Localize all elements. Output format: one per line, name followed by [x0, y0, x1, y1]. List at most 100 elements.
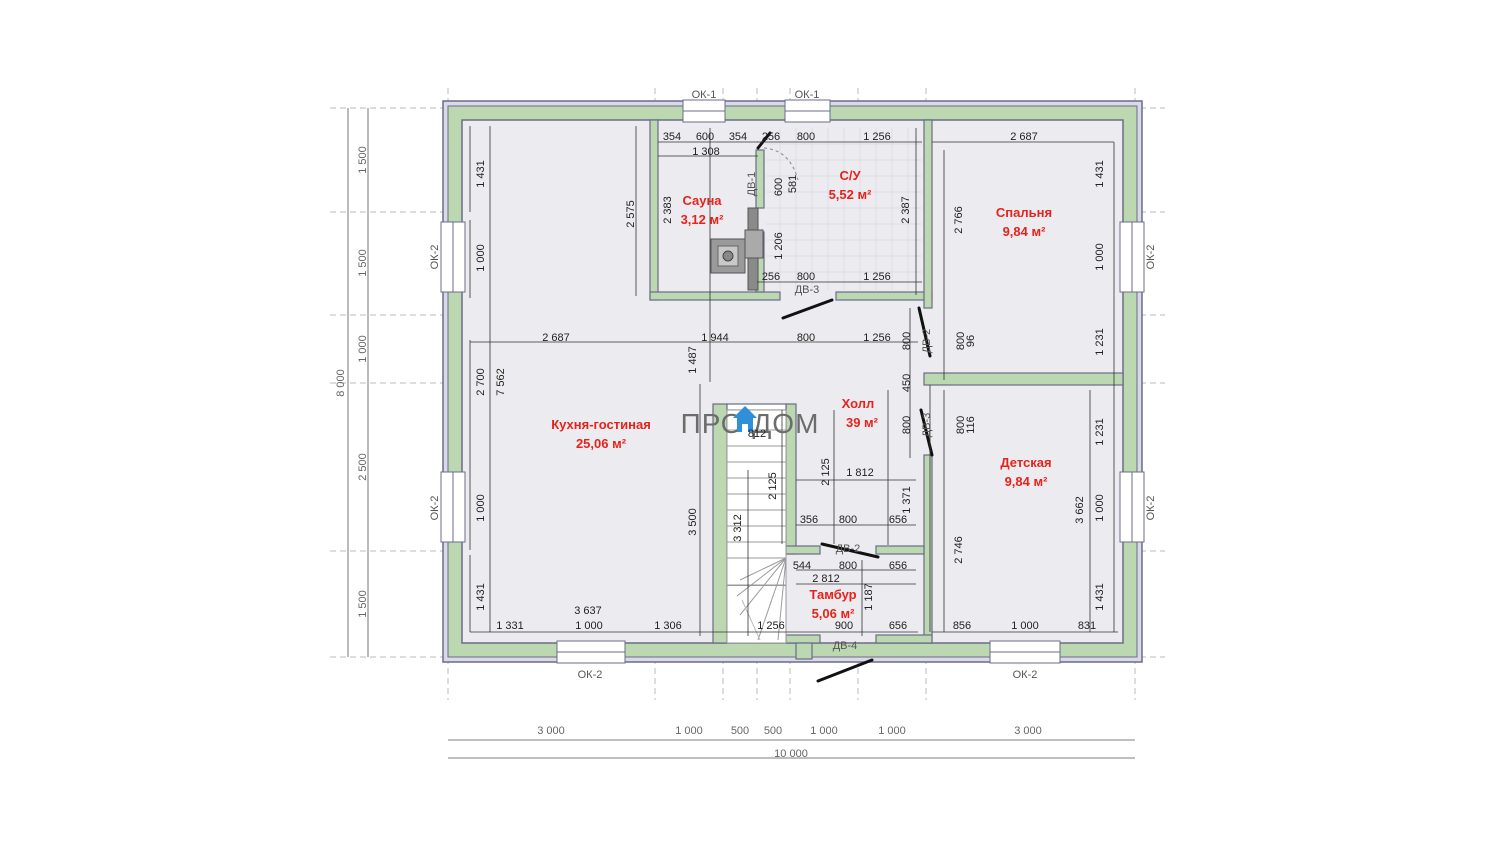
window-label-ok2-right-bottom: ОК-2 — [1145, 496, 1157, 521]
room-kitchen-name: Кухня-гостиная — [551, 417, 651, 432]
dim-812: 812 — [748, 428, 766, 440]
dim-1187: 1 187 — [863, 583, 875, 611]
window-label-ok2-left-bottom: ОК-2 — [429, 496, 441, 521]
dim-1206: 1 206 — [773, 232, 785, 260]
window-label-ok1-left: ОК-1 — [692, 89, 717, 101]
dim-3500: 3 500 — [687, 508, 699, 536]
axis-bottom-4: 1 000 — [810, 725, 838, 737]
room-kitchen-area: 25,06 м² — [576, 436, 627, 451]
axis-dimension-texts: 3 000 1 000 500 500 1 000 1 000 3 000 10… — [335, 146, 1042, 760]
dim-2383: 2 383 — [662, 196, 674, 224]
dim-1812: 1 812 — [846, 467, 874, 479]
room-vestibule-name: Тамбур — [809, 587, 856, 602]
room-hall-area: 39 м² — [846, 415, 879, 430]
axis-left-total: 8 000 — [335, 369, 347, 397]
dim-1000-c: 1 000 — [475, 244, 487, 272]
door-label-dv2-bed: ДВ-2 — [921, 329, 933, 354]
dim-1000-e: 1 000 — [1094, 243, 1106, 271]
room-bedroom-area: 9,84 м² — [1003, 224, 1047, 239]
interior-walls — [649, 119, 1124, 660]
dim-2687-a: 2 687 — [1010, 131, 1038, 143]
dim-900: 900 — [835, 620, 853, 632]
door-leaf-dv2-bed — [917, 306, 932, 358]
dimension-texts: 354 600 354 256 800 1 256 1 308 2 687 25… — [475, 131, 1106, 632]
dim-1431-d: 1 431 — [1094, 583, 1106, 611]
dim-800-c: 800 — [797, 332, 815, 344]
dim-1431-c: 1 431 — [1094, 160, 1106, 188]
dim-856: 856 — [953, 620, 971, 632]
dim-450: 450 — [901, 374, 913, 392]
dim-544: 544 — [793, 560, 811, 572]
dim-2766: 2 766 — [953, 206, 965, 234]
dim-1487: 1 487 — [687, 346, 699, 374]
dim-2700: 2 700 — [475, 368, 487, 396]
dimension-lines — [469, 126, 1118, 636]
room-hall-name: Холл — [842, 396, 875, 411]
dim-1231-b: 1 231 — [1094, 418, 1106, 446]
dim-581: 581 — [787, 175, 799, 193]
window-labels: ОК-1 ОК-1 ОК-2 ОК-2 ОК-2 ОК-2 ОК-2 ОК-2 — [429, 89, 1157, 681]
dim-1000-f: 1 000 — [1094, 494, 1106, 522]
dim-116: 116 — [965, 416, 977, 434]
dim-2125-a: 2 125 — [767, 472, 779, 500]
dim-1431-b: 1 431 — [475, 583, 487, 611]
sauna-stove — [710, 207, 764, 291]
watermark: ПРО ДОМ — [681, 406, 818, 439]
window-label-ok2-bottom-left: ОК-2 — [578, 669, 603, 681]
staircase — [726, 409, 787, 644]
dim-1371: 1 371 — [901, 486, 913, 514]
dim-1256-d: 1 256 — [757, 620, 785, 632]
room-sauna-name: Сауна — [682, 193, 722, 208]
door-label-dv4: ДВ-4 — [833, 640, 858, 652]
outer-dimension-lines — [347, 108, 1135, 759]
room-vestibule-area: 5,06 м² — [812, 606, 856, 621]
dim-2746: 2 746 — [953, 536, 965, 564]
dim-800-i: 800 — [955, 416, 967, 434]
dim-800-d: 800 — [839, 514, 857, 526]
dim-1231-a: 1 231 — [1094, 328, 1106, 356]
dim-1308: 1 308 — [692, 146, 720, 158]
axis-bottom-3: 500 — [764, 725, 782, 737]
axis-left-0: 1 500 — [357, 146, 369, 174]
dim-1000-d: 1 000 — [475, 494, 487, 522]
dim-256-b: 256 — [762, 271, 780, 283]
door-leaf-dv1 — [756, 131, 772, 150]
dim-600-a: 600 — [696, 131, 714, 143]
dim-3637: 3 637 — [574, 605, 602, 617]
room-sauna-area: 3,12 м² — [681, 212, 725, 227]
window-label-ok1-right: ОК-1 — [795, 89, 820, 101]
dim-1431-a: 1 431 — [475, 160, 487, 188]
dim-1256-c: 1 256 — [863, 332, 891, 344]
windows — [440, 99, 1145, 664]
dim-256-a: 256 — [762, 131, 780, 143]
window-label-ok2-right-top: ОК-2 — [1145, 245, 1157, 270]
dim-1000-a: 1 000 — [575, 620, 603, 632]
dim-656-b: 656 — [889, 560, 907, 572]
dim-1256-b: 1 256 — [863, 271, 891, 283]
dim-800-b: 800 — [797, 271, 815, 283]
dim-1331: 1 331 — [496, 620, 524, 632]
axis-left-2: 1 000 — [357, 335, 369, 363]
dim-1944: 1 944 — [701, 332, 729, 344]
dim-2387: 2 387 — [900, 196, 912, 224]
room-labels: Кухня-гостиная 25,06 м² Сауна 3,12 м² С/… — [551, 168, 1052, 621]
axis-left-1: 1 500 — [357, 249, 369, 277]
dim-3312: 3 312 — [732, 514, 744, 542]
dim-600-b: 600 — [773, 178, 785, 196]
axis-left-4: 1 500 — [357, 590, 369, 618]
dim-831: 831 — [1078, 620, 1096, 632]
axis-bottom-6: 3 000 — [1014, 725, 1042, 737]
window-label-ok2-left-top: ОК-2 — [429, 245, 441, 270]
axis-left-3: 2 500 — [357, 453, 369, 481]
room-bath-area: 5,52 м² — [829, 187, 873, 202]
axis-bottom-total: 10 000 — [774, 748, 808, 760]
room-kids-area: 9,84 м² — [1005, 474, 1049, 489]
dim-356: 356 — [800, 514, 818, 526]
dim-1306: 1 306 — [654, 620, 682, 632]
dim-2687-b: 2 687 — [542, 332, 570, 344]
house-logo-icon — [733, 406, 757, 432]
dim-656-a: 656 — [889, 514, 907, 526]
dim-656-c: 656 — [889, 620, 907, 632]
dim-354-a: 354 — [663, 131, 681, 143]
